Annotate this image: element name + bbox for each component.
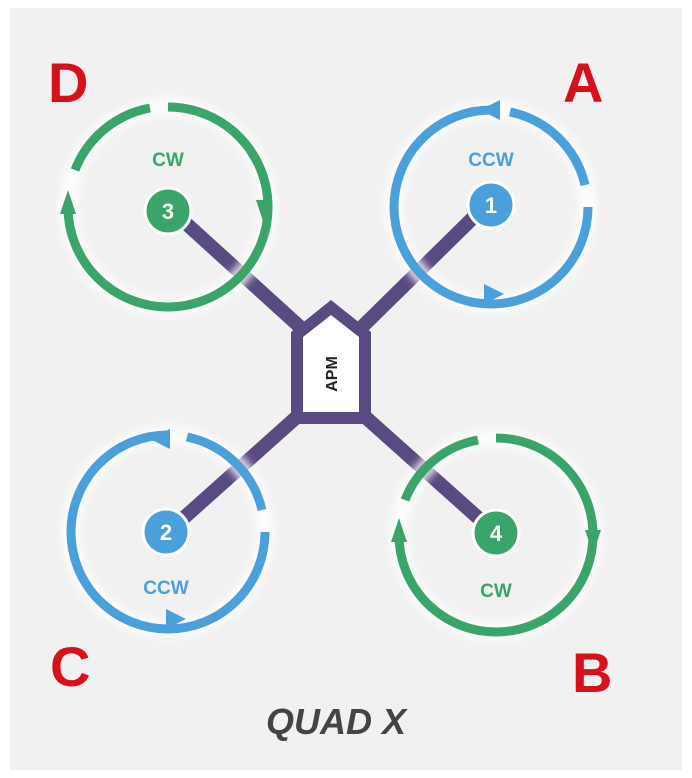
cw-arrow-icon — [256, 200, 272, 224]
cw-arrow-icon — [391, 518, 407, 542]
motor-2-hub — [141, 507, 191, 557]
motor-4-hub — [471, 508, 521, 558]
apm-label: APM — [324, 356, 341, 392]
diagram-title: QUAD X — [266, 701, 408, 742]
motor-3-rotation-label: CW — [152, 150, 184, 171]
motor-3-hub — [143, 186, 193, 236]
corner-letter-c: C — [50, 635, 90, 698]
ccw-arrow-icon — [150, 429, 170, 449]
motor-3-group: 3 CW — [59, 98, 277, 316]
rotation-ring-1 — [389, 105, 593, 309]
ccw-arrow-icon — [484, 284, 504, 304]
motor-4-group: 4 CW — [390, 429, 602, 641]
rotation-ring-2 — [66, 430, 270, 634]
rotation-ring-3 — [63, 102, 273, 312]
corner-letter-b: B — [572, 641, 612, 704]
motor-1-hub — [466, 180, 516, 230]
motor-2-number: 2 — [160, 520, 172, 545]
motor-3-number: 3 — [162, 199, 174, 224]
motor-2-group: 2 CCW — [62, 426, 274, 638]
cw-arrow-icon — [60, 190, 76, 214]
cw-arrow-icon — [585, 530, 601, 554]
arm-front-left — [161, 200, 307, 334]
motor-1-rotation-label: CCW — [468, 150, 513, 171]
ccw-arrow-icon — [166, 609, 186, 629]
motor-2-rotation-label: CCW — [143, 578, 188, 599]
rotation-ring-4 — [394, 433, 598, 637]
motor-4-number: 4 — [490, 521, 503, 546]
corner-letter-d: D — [48, 51, 88, 114]
motor-1-number: 1 — [485, 193, 497, 218]
motor-1-group: 1 CCW — [385, 100, 597, 313]
apm-controller: APM — [291, 300, 371, 424]
corner-letter-a: A — [563, 51, 603, 114]
ccw-arrow-icon — [480, 100, 500, 120]
motor-4-rotation-label: CW — [480, 581, 512, 602]
